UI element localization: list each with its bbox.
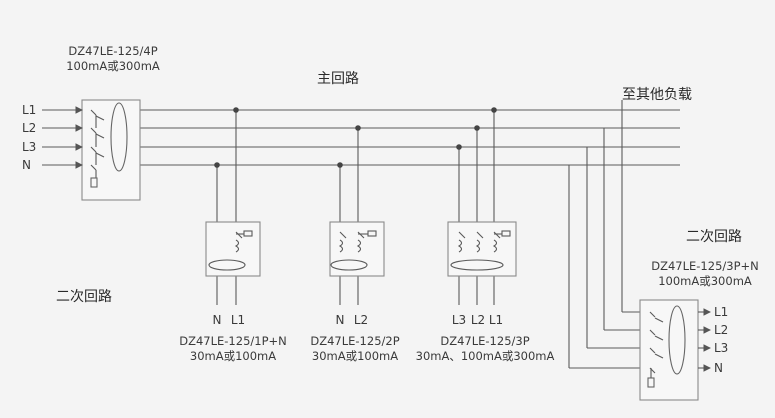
- breaker-2p-terminal-l2: L2: [353, 313, 369, 327]
- breaker-1pn-terminal-l1: L1: [230, 313, 246, 327]
- main-breaker-model: DZ47LE-125/4P: [68, 44, 158, 58]
- output-arrows: [698, 308, 711, 372]
- breaker-3p-terminal-l2: L2: [470, 313, 486, 327]
- output-n-label: N: [714, 361, 723, 375]
- breaker-3pn: [639, 299, 699, 401]
- breaker-1pn-model: DZ47LE-125/1P+N: [179, 334, 287, 348]
- input-l1-label: L1: [22, 103, 37, 117]
- main-circuit-label: 主回路: [317, 71, 359, 87]
- input-n-label: N: [22, 158, 31, 172]
- breaker-1pn-terminal-n: N: [212, 313, 222, 327]
- breaker-3p-model: DZ47LE-125/3P: [440, 334, 530, 348]
- secondary-circuit-right-label: 二次回路: [686, 229, 742, 245]
- input-l2-label: L2: [22, 121, 37, 135]
- secondary-feed-lines: [568, 110, 640, 369]
- breaker-2p-model: DZ47LE-125/2P: [310, 334, 400, 348]
- breaker-3p-terminal-l3: L3: [451, 313, 467, 327]
- breaker-2p: [329, 128, 385, 305]
- output-l3-label: L3: [714, 341, 729, 355]
- breaker-3p-rating: 30mA、100mA或300mA: [415, 349, 555, 363]
- secondary-circuit-left-label: 二次回路: [56, 289, 112, 305]
- breaker-3p: [447, 110, 517, 305]
- to-other-loads-label: 至其他负载: [622, 87, 692, 103]
- breaker-2p-rating: 30mA或100mA: [311, 349, 399, 363]
- breaker-2p-terminal-n: N: [335, 313, 345, 327]
- breaker-3pn-rating: 100mA或300mA: [658, 274, 752, 288]
- output-l1-label: L1: [714, 305, 729, 319]
- breaker-1pn-rating: 30mA或100mA: [189, 349, 277, 363]
- breaker-3p-terminal-l1: L1: [488, 313, 504, 327]
- main-breaker: [81, 99, 141, 201]
- main-breaker-switches: [90, 109, 105, 188]
- breaker-1pn: [205, 110, 261, 305]
- main-bus-lines: [42, 100, 680, 166]
- output-l2-label: L2: [714, 323, 729, 337]
- input-arrows: [42, 106, 83, 169]
- main-breaker-rating: 100mA或300mA: [66, 59, 160, 73]
- junction-dots: [214, 107, 497, 168]
- input-l3-label: L3: [22, 140, 37, 154]
- breaker-3pn-model: DZ47LE-125/3P+N: [651, 259, 759, 273]
